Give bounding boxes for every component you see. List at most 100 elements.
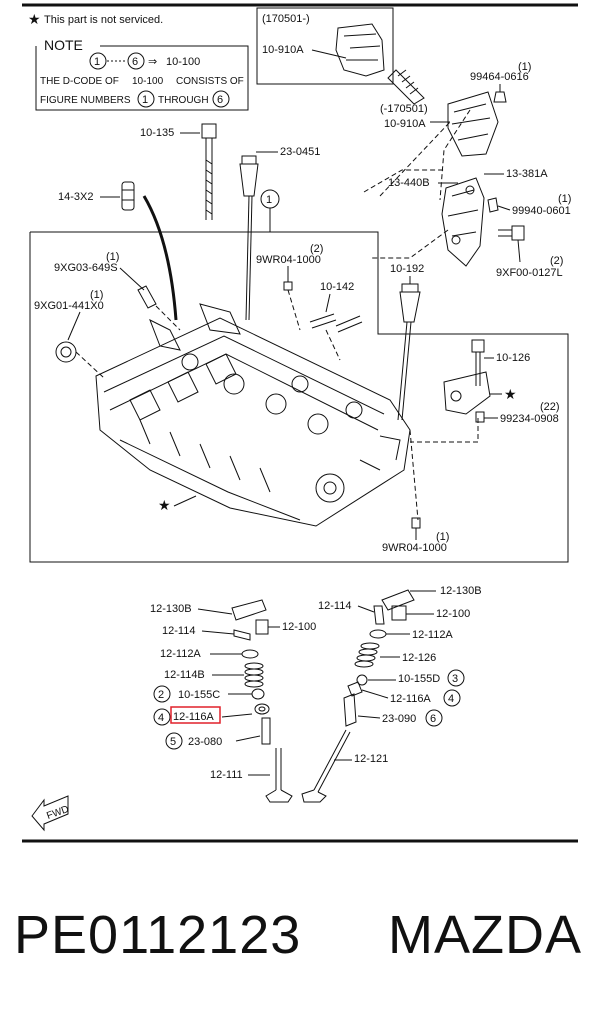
- figure-4-circle-right: [443, 689, 461, 707]
- note-line1-left: THE D-CODE OF: [40, 76, 119, 87]
- dashed-leaders-top: [363, 109, 471, 259]
- plug-9WR04-top: [283, 281, 293, 291]
- note-line1-code: 10-100: [132, 76, 164, 87]
- label-12-114-left: 12-114: [162, 625, 195, 637]
- label-23-080: 23-080: [188, 736, 222, 748]
- figure-6-number: 6: [430, 713, 436, 725]
- bolt-10-135: [201, 123, 217, 220]
- valve-12-111: [265, 748, 293, 803]
- label-12-114B: 12-114B: [164, 669, 205, 681]
- label-12-116A-right: 12-116A: [390, 693, 431, 705]
- label-23-0451: 23-0451: [280, 146, 320, 158]
- figure-6-circle: [425, 709, 443, 727]
- fwd-arrow-icon: FWD: [31, 795, 70, 832]
- label-12-100-right: 12-100: [436, 608, 470, 620]
- qty-99940: (1): [558, 193, 571, 205]
- star-icon: ★: [28, 11, 41, 27]
- note-range-target: 10-100: [166, 56, 200, 68]
- figure-3-number: 3: [452, 673, 458, 685]
- label-12-112A-left: 12-112A: [160, 648, 201, 660]
- lifter-12-100-left: [255, 619, 269, 635]
- plug-9WR04-bottom: [411, 517, 421, 529]
- label-12-130B-left: 12-130B: [150, 603, 192, 615]
- rocker-12-130B-right: [381, 589, 415, 611]
- rocker-part: [443, 371, 491, 415]
- qty-9WR04-top: (2): [310, 243, 323, 255]
- figure-2-circle: [153, 685, 171, 703]
- label-9WR04-1000-bottom: 9WR04-1000: [382, 542, 447, 554]
- label-12-112A-right: 12-112A: [412, 629, 453, 641]
- inset-box: (170501-) 10-910A: [256, 7, 394, 85]
- bracket-13-440B: [441, 177, 485, 267]
- label-12-100-left: 12-100: [282, 621, 316, 633]
- label-12-130B-right: 12-130B: [440, 585, 482, 597]
- label-23-090: 23-090: [382, 713, 416, 725]
- figure-5-number: 5: [170, 736, 176, 748]
- label-10-155D: 10-155D: [398, 673, 440, 685]
- figure-1-number: 1: [266, 194, 272, 206]
- figure-4-circle-left: [153, 708, 171, 726]
- bolt-10-126: [471, 339, 485, 386]
- label-13-440B: 13-440B: [388, 177, 430, 189]
- nut-99940: [487, 197, 499, 213]
- label-12-121: 12-121: [354, 753, 388, 765]
- label-10-910A-bottom: 10-910A: [384, 118, 426, 130]
- spring-12-114B: [244, 662, 264, 688]
- arrow-icon: ⇒: [148, 56, 157, 68]
- lifter-12-100-right: [391, 605, 407, 621]
- sensor-23-0451: [239, 155, 259, 321]
- label-99234-0908: 99234-0908: [500, 413, 559, 425]
- label-10-155C: 10-155C: [178, 689, 220, 701]
- label-170501-after: (170501-): [262, 13, 310, 25]
- label-12-114-right: 12-114: [318, 600, 351, 612]
- valve-12-121: [301, 729, 351, 803]
- seat-12-116A-left: [254, 703, 270, 715]
- fwd-label: FWD: [45, 804, 70, 822]
- dashed-leaders-head: [75, 289, 479, 521]
- key-12-114-left: [233, 629, 251, 641]
- stud-10-142: [309, 313, 363, 333]
- hose: [142, 195, 178, 321]
- seal-10-155C: [251, 688, 265, 700]
- star-icon-right: ★: [504, 386, 517, 402]
- cylinder-head-box: [29, 231, 569, 563]
- qty-99234: (22): [540, 401, 560, 413]
- note-line2-to: 6: [217, 94, 223, 106]
- part-number: PE0112123: [14, 905, 302, 965]
- qty-9WR04-bottom: (1): [436, 531, 449, 543]
- label-10-126: 10-126: [496, 352, 530, 364]
- note-range-from: 1: [94, 56, 100, 68]
- label-13-381A: 13-381A: [506, 168, 548, 180]
- label-9WR04-1000-top: 9WR04-1000: [256, 254, 321, 266]
- bolt-99464: [493, 91, 507, 103]
- cylinder-head: [95, 303, 411, 527]
- not-serviced-notice: This part is not serviced.: [44, 14, 163, 26]
- key-12-114-right: [373, 605, 385, 625]
- spring-12-126: [354, 642, 380, 668]
- qty-9XG01: (1): [90, 289, 103, 301]
- label-9XG03-649S: 9XG03-649S: [54, 262, 118, 274]
- guide-23-090: [343, 693, 357, 727]
- seal-9XG01: [55, 341, 77, 363]
- label-12-116A-left: 12-116A: [173, 711, 214, 723]
- note-line2-left: FIGURE NUMBERS: [40, 95, 131, 106]
- label-10-135: 10-135: [140, 127, 174, 139]
- note-line1-right: CONSISTS OF: [176, 76, 244, 87]
- note-line2-from: 1: [142, 94, 148, 106]
- label-9XG01-441X0: 9XG01-441X0: [34, 300, 104, 312]
- guide-23-080: [261, 717, 271, 745]
- figure-4-number-left: 4: [158, 712, 164, 724]
- retainer-12-112A-right: [369, 629, 387, 639]
- note-range-to: 6: [132, 56, 138, 68]
- qty-99464: (1): [518, 61, 531, 73]
- label-170501-before: (-170501): [380, 103, 428, 115]
- label-14-3X2: 14-3X2: [58, 191, 93, 203]
- label-9XF00-0127L: 9XF00-0127L: [496, 267, 563, 279]
- label-12-126: 12-126: [402, 652, 436, 664]
- label-10-192: 10-192: [390, 263, 424, 275]
- brand-name: MAZDA: [388, 905, 582, 965]
- label-99940-0601: 99940-0601: [512, 205, 571, 217]
- bolt-9XF00: [498, 225, 525, 241]
- figure-2-number: 2: [158, 689, 164, 701]
